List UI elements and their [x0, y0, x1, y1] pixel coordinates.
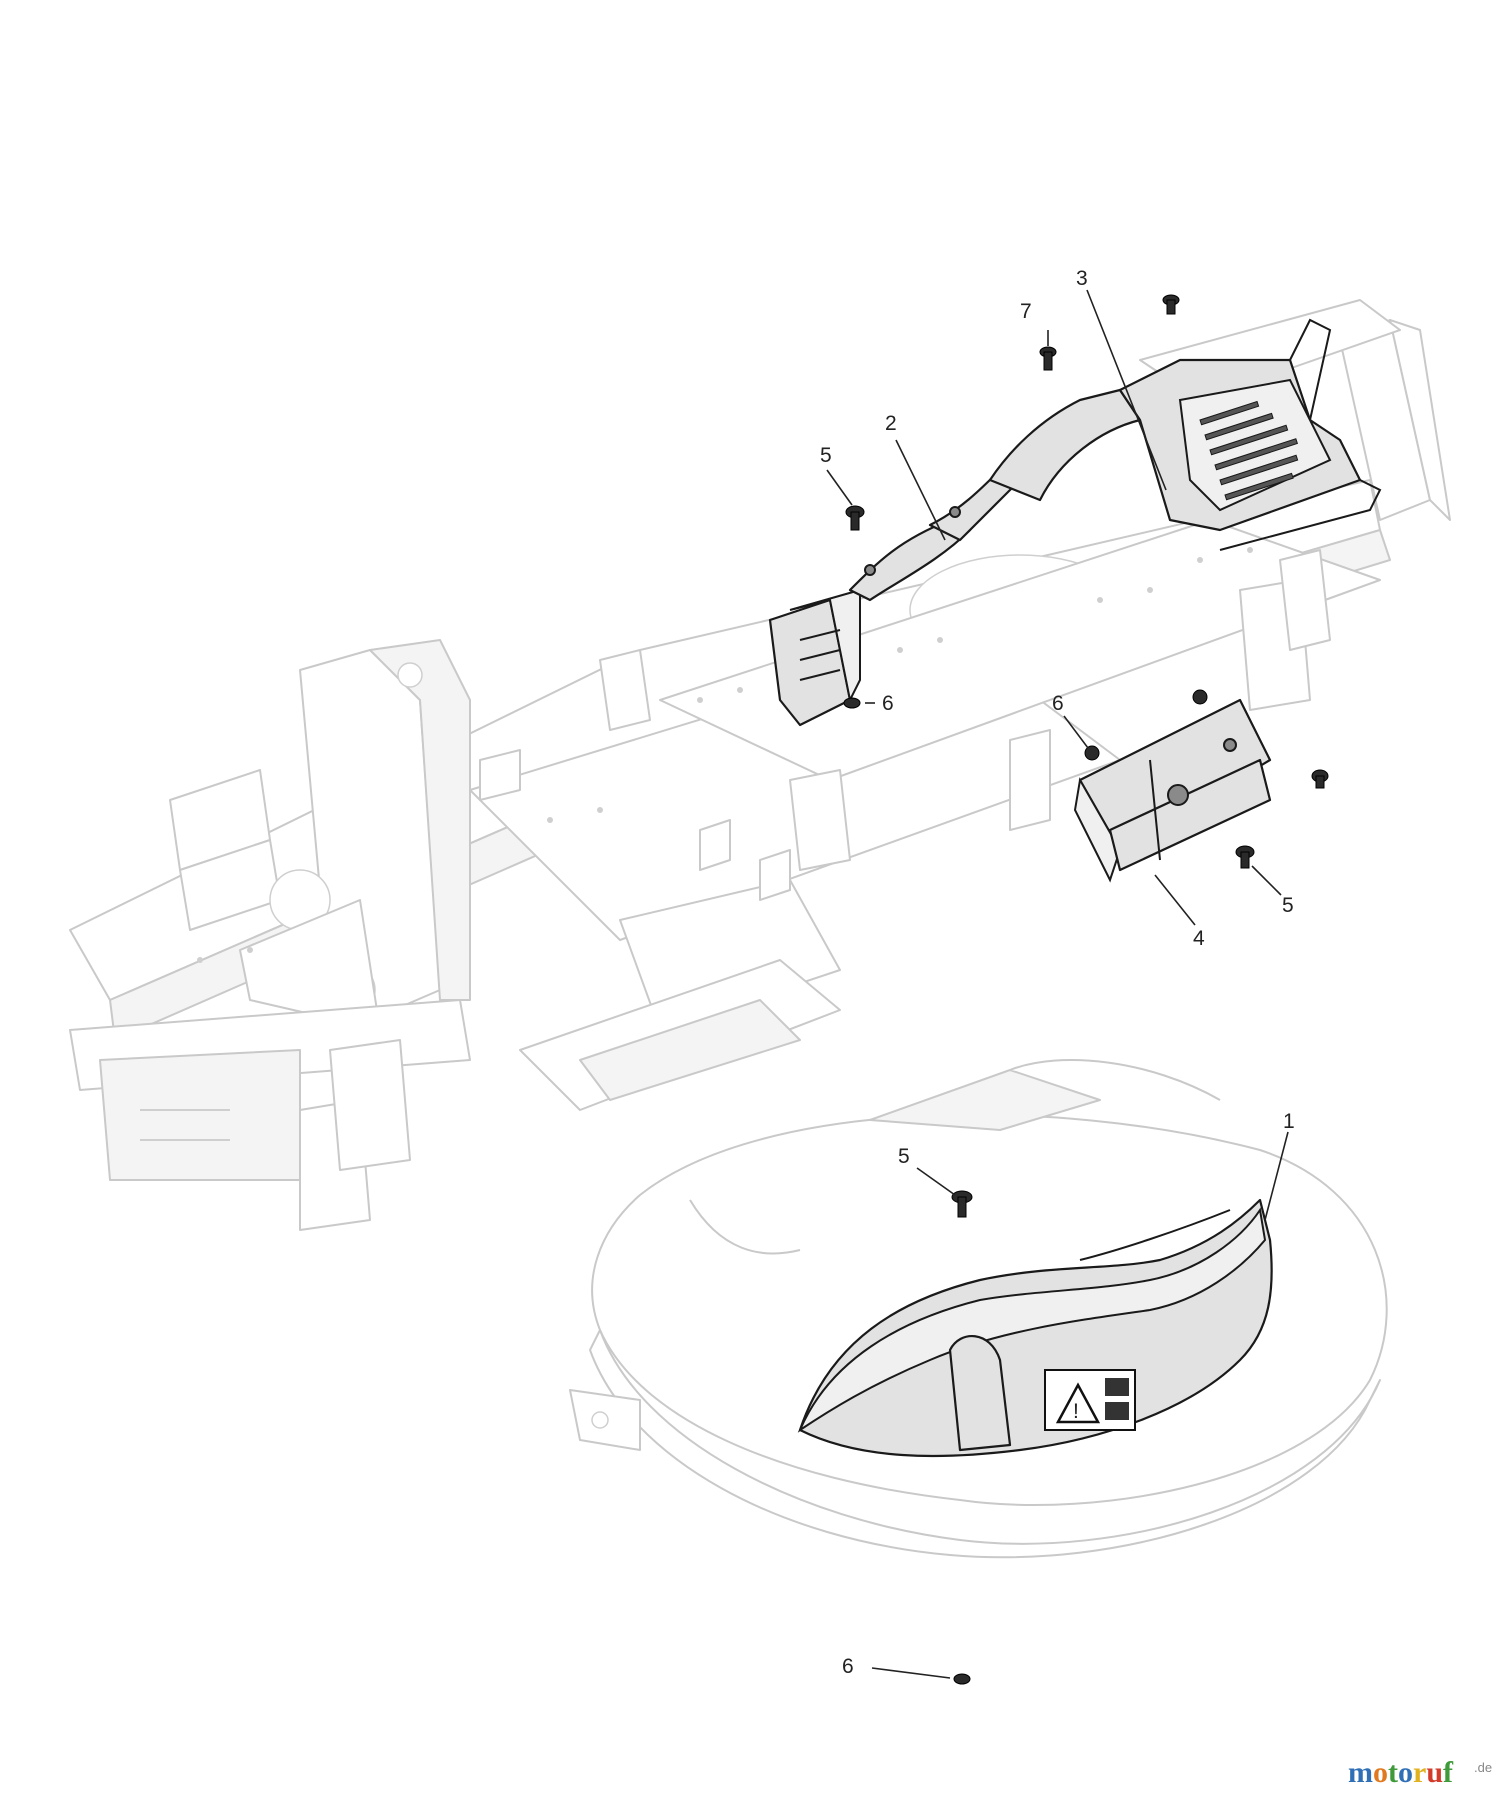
callout-5-deck: 5	[898, 1145, 910, 1168]
logo-letter: f	[1443, 1756, 1454, 1789]
callout-3: 3	[1076, 267, 1088, 290]
nut-6-mid	[1084, 745, 1100, 761]
callout-5-side: 5	[1282, 894, 1294, 917]
nut-6-bottom	[953, 1673, 971, 1685]
part-3-rear-grille	[988, 318, 1382, 551]
chassis-frame	[69, 299, 1451, 1231]
screw-5-top	[845, 505, 865, 531]
svg-text:motoruf: motoruf	[1348, 1756, 1454, 1789]
nut-6-right	[1192, 689, 1208, 705]
callout-6-left: 6	[882, 692, 894, 715]
logo-letter: u	[1426, 1756, 1443, 1789]
logo-letter: m	[1348, 1756, 1373, 1789]
part-1-deck-cover: !	[797, 1198, 1273, 1458]
logo-letter: t	[1388, 1756, 1398, 1789]
screw-side-right	[1311, 769, 1329, 789]
callouts: 3 7 2 5 6 6 5 4 5 1 6	[820, 267, 1295, 1678]
callout-1: 1	[1283, 1110, 1295, 1133]
callout-2: 2	[885, 412, 897, 435]
callout-7: 7	[1020, 300, 1032, 323]
screw-7	[1039, 346, 1057, 371]
motoruf-logo: motoruf .de	[1348, 1756, 1492, 1789]
svg-text:!: !	[1073, 1400, 1079, 1423]
callout-6-mid: 6	[1052, 692, 1064, 715]
warning-label: !	[1044, 1369, 1136, 1431]
callout-5-top: 5	[820, 444, 832, 467]
grille-slots	[1199, 400, 1299, 501]
logo-letter: o	[1398, 1756, 1413, 1789]
nut-6-left	[843, 697, 861, 709]
part-2-front-chute	[768, 468, 1022, 727]
callout-4: 4	[1193, 927, 1205, 950]
screw-5-deck	[951, 1190, 973, 1218]
screw-5-side	[1235, 845, 1255, 869]
screw-top-right	[1162, 294, 1180, 315]
logo-letter: r	[1413, 1756, 1426, 1789]
callout-6-bottom: 6	[842, 1655, 854, 1678]
fasteners	[843, 294, 1329, 1685]
logo-letter: o	[1373, 1756, 1388, 1789]
part-4-side-plate	[1073, 698, 1272, 883]
logo-suffix: .de	[1474, 1760, 1492, 1775]
leader-lines	[826, 289, 1289, 1679]
